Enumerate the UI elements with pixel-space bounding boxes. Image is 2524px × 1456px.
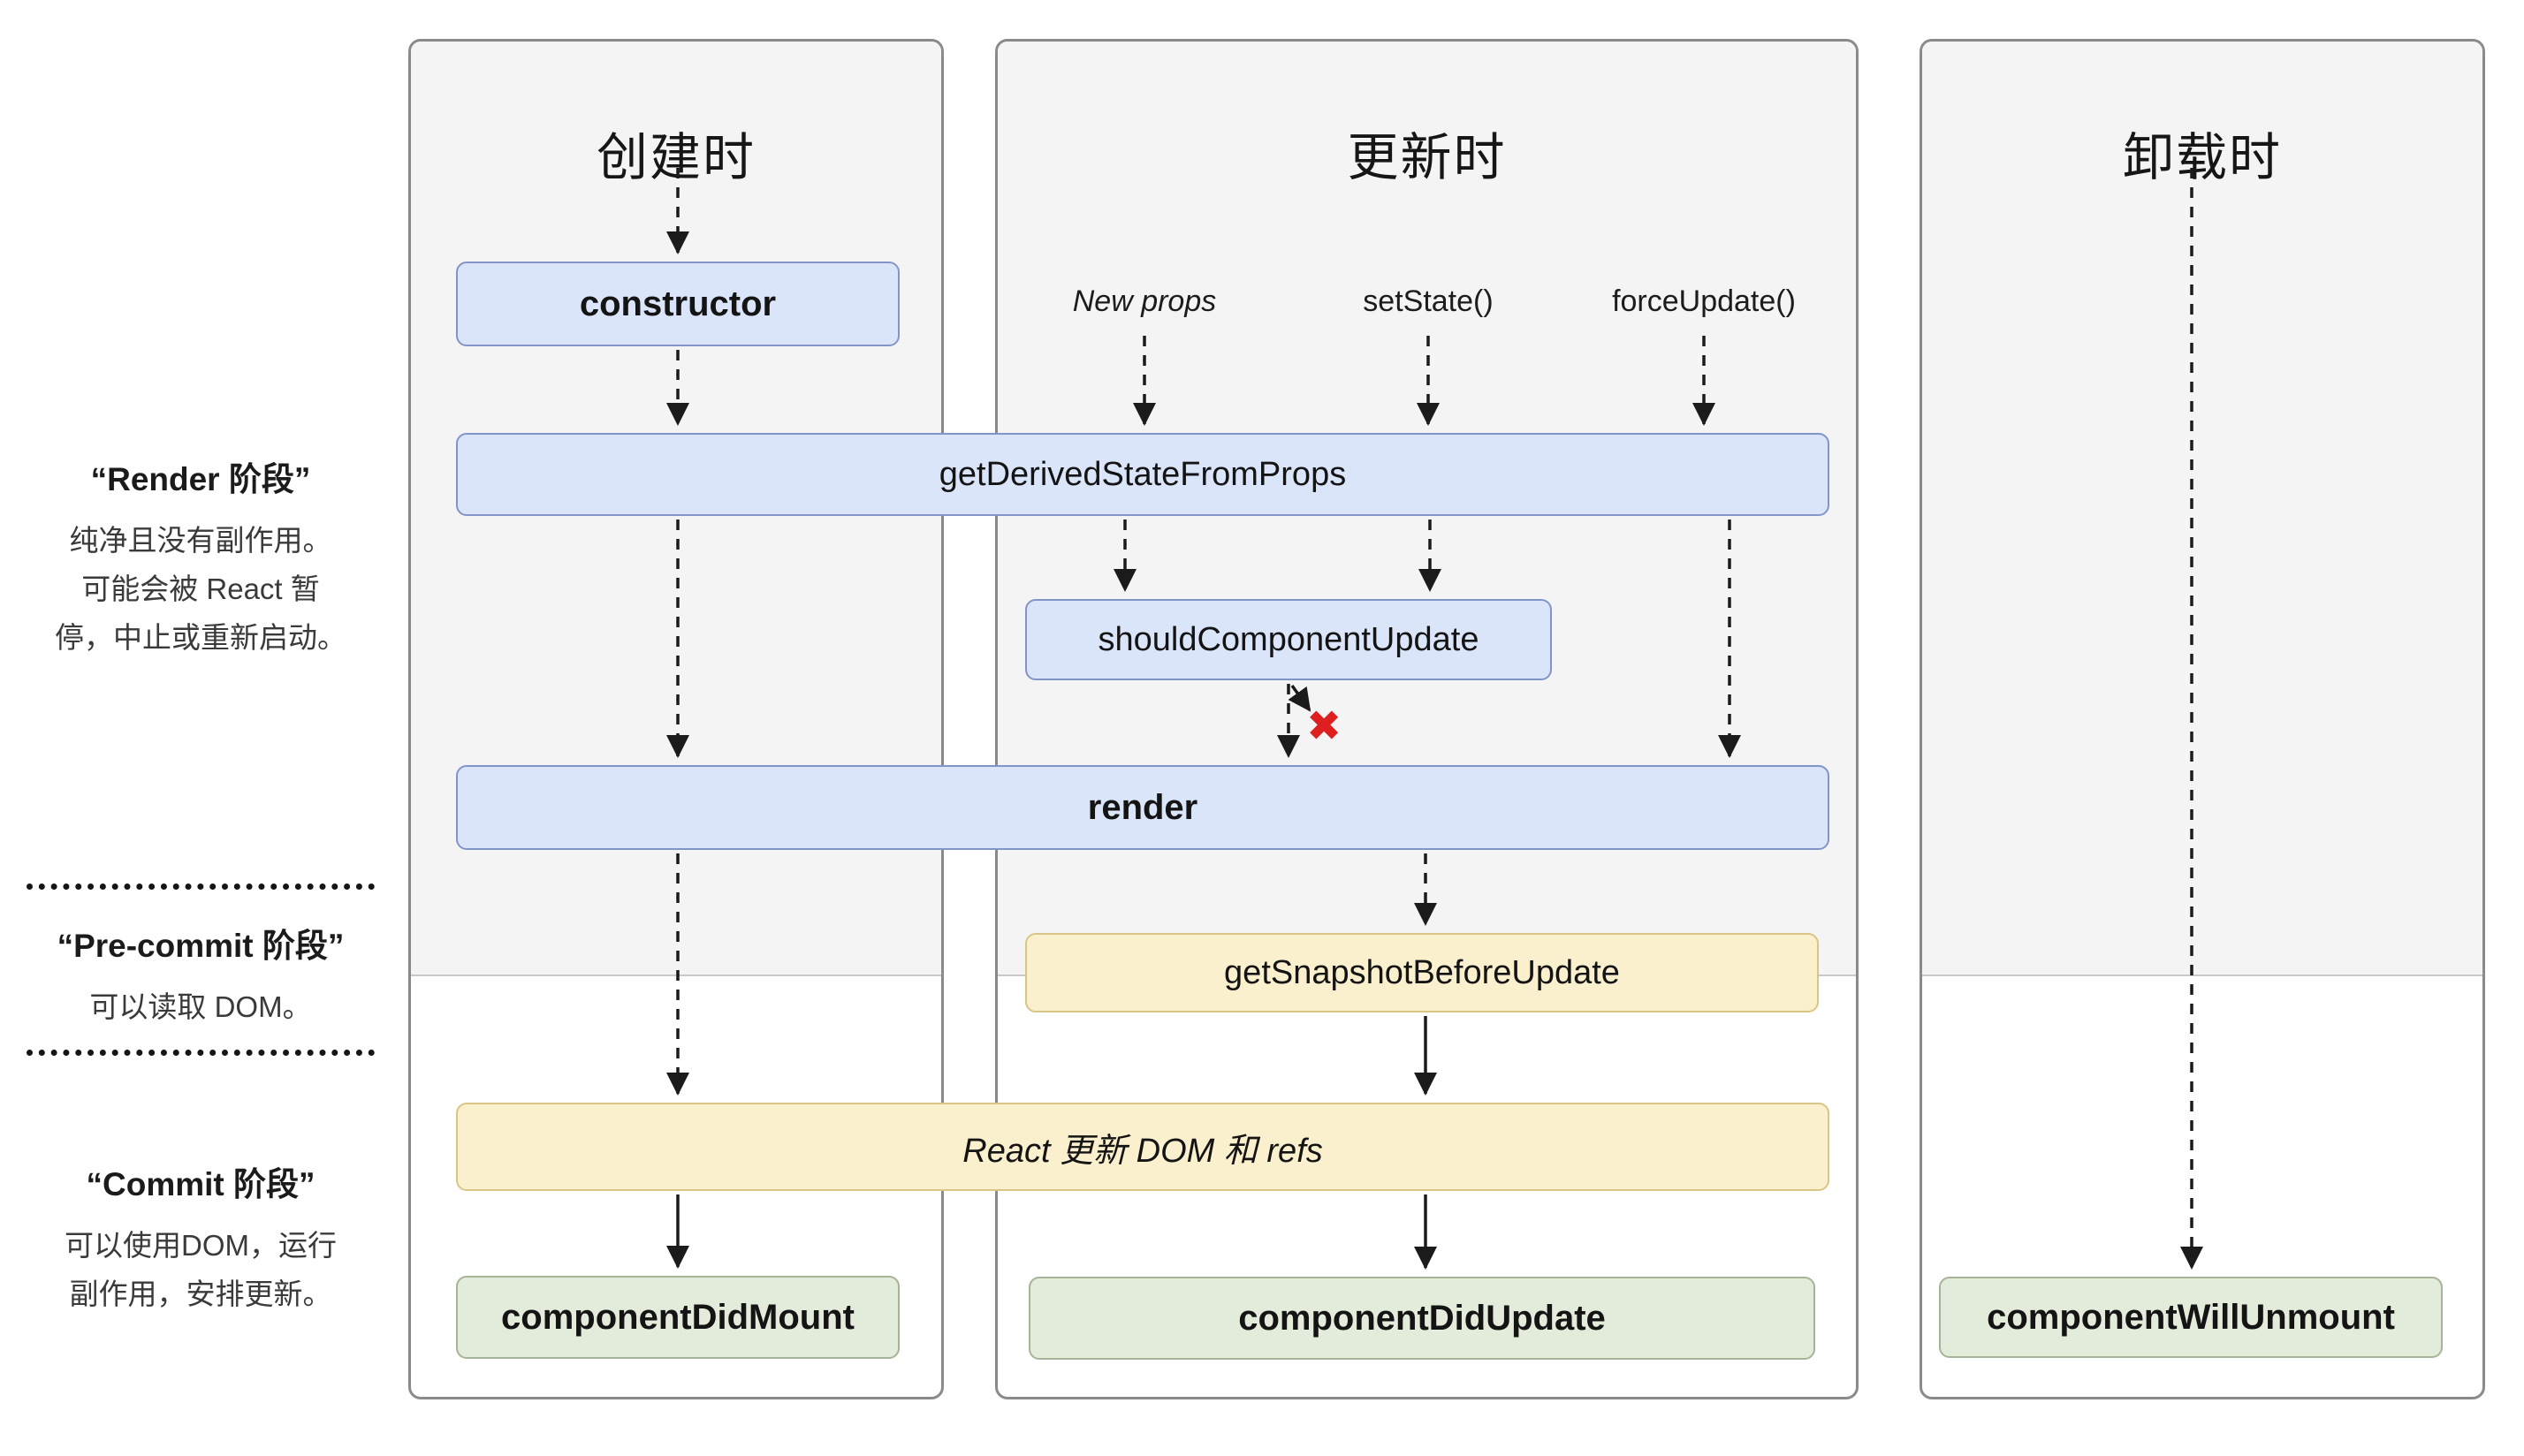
phase-title-render: “Render 阶段” <box>90 461 311 497</box>
phase-divider-top <box>27 883 375 890</box>
phase-desc-line: 可能会被 React 暂 <box>81 573 320 605</box>
phase-label-render: “Render 阶段” 纯净且没有副作用。 可能会被 React 暂 停，中止或… <box>24 452 377 662</box>
column-title-updating: 更新时 <box>1347 129 1507 186</box>
phase-title-commit: “Commit 阶段” <box>86 1166 316 1202</box>
phase-desc-line: 停，中止或重新启动。 <box>55 621 346 654</box>
render-phase-shading-unmounting <box>1922 42 2482 976</box>
solid-arrows <box>666 1016 1437 1270</box>
node-render: render <box>456 765 1829 850</box>
column-title-unmounting: 卸载时 <box>2122 129 2282 186</box>
trigger-force-update: forceUpdate() <box>1612 284 1796 318</box>
node-component-did-update: componentDidUpdate <box>1029 1277 1815 1360</box>
node-react-updates-dom: React 更新 DOM 和 refs <box>456 1103 1829 1191</box>
node-component-did-mount: componentDidMount <box>456 1276 900 1359</box>
phase-desc-line: 纯净且没有副作用。 <box>69 524 332 557</box>
arrow-scu-cancel <box>1288 684 1311 712</box>
phase-label-commit: “Commit 阶段” 可以使用DOM，运行 副作用，安排更新。 <box>24 1157 377 1318</box>
phase-desc-line: 可以读取 DOM。 <box>89 990 312 1023</box>
node-component-will-unmount: componentWillUnmount <box>1939 1277 2443 1358</box>
phase-desc-line: 可以使用DOM，运行 <box>65 1229 337 1262</box>
trigger-set-state: setState() <box>1363 284 1494 318</box>
phase-divider-bottom <box>27 1050 375 1056</box>
column-title-mounting: 创建时 <box>596 129 756 186</box>
node-should-component-update: shouldComponentUpdate <box>1025 599 1552 680</box>
node-get-snapshot-before-update: getSnapshotBeforeUpdate <box>1025 933 1819 1012</box>
dashed-arrows <box>666 168 2203 1270</box>
node-constructor: constructor <box>456 262 900 346</box>
phase-label-pre-commit: “Pre-commit 阶段” 可以读取 DOM。 <box>24 919 377 1031</box>
phase-desc-line: 副作用，安排更新。 <box>69 1278 332 1310</box>
column-unmounting: 卸载时 <box>1920 39 2485 1399</box>
phase-title-pre-commit: “Pre-commit 阶段” <box>57 928 345 964</box>
cancel-x-icon: ✖ <box>1306 703 1342 750</box>
trigger-new-props: New props <box>1072 284 1217 318</box>
node-get-derived-state-from-props: getDerivedStateFromProps <box>456 433 1829 516</box>
